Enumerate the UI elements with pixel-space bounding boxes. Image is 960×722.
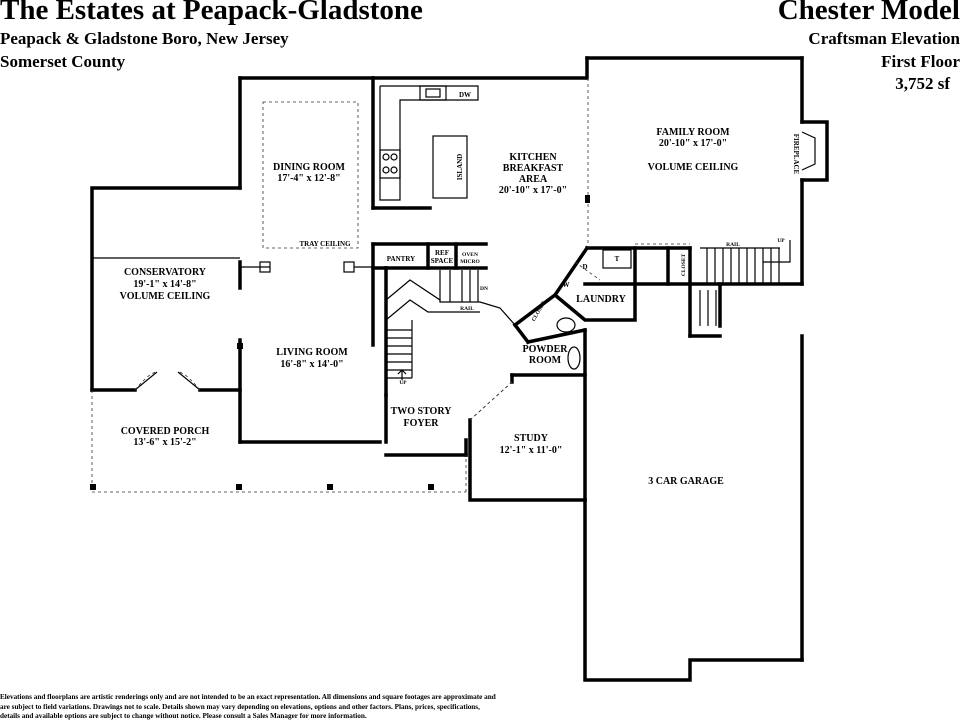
area-label: AREA xyxy=(519,174,548,185)
foyer-label-1: TWO STORY xyxy=(391,406,453,417)
exterior-walls xyxy=(90,56,804,682)
conservatory-label: CONSERVATORY xyxy=(124,267,207,278)
living-room-size: 16'-8" x 14'-0" xyxy=(280,359,343,370)
washer-label: W xyxy=(563,281,570,289)
model-title: Chester Model xyxy=(777,0,960,26)
rear-stairs-up-label: UP xyxy=(777,238,785,244)
stair-rail-label: RAIL xyxy=(460,306,474,312)
island-label: ISLAND xyxy=(456,154,464,180)
elevation-text: Craftsman Elevation xyxy=(808,29,960,48)
powder-label-2: ROOM xyxy=(529,355,562,366)
dining-room-size: 17'-4" x 12'-8" xyxy=(277,173,340,184)
floor-text: First Floor xyxy=(881,52,960,71)
study-size: 12'-1" x 11'-0" xyxy=(500,445,563,456)
dining-room-label: DINING ROOM xyxy=(273,162,346,173)
disclaimer-line: details and available options are subjec… xyxy=(0,712,367,720)
disclaimer-line: are subject to field variations. Drawing… xyxy=(0,702,480,711)
covered-porch-size: 13'-6" x 15'-2" xyxy=(133,437,196,448)
porch-outline xyxy=(90,78,690,493)
covered-porch-label: COVERED PORCH xyxy=(121,426,210,437)
stairs-down-label: DN xyxy=(480,286,488,292)
tray-ceiling-label: TRAY CEILING xyxy=(299,240,351,248)
garage-label: 3 CAR GARAGE xyxy=(648,476,724,487)
square-footage: 3,752 sf xyxy=(895,74,950,93)
dishwasher-label: DW xyxy=(459,91,471,99)
kitchen-label: KITCHEN xyxy=(509,152,557,163)
powder-label-1: POWDER xyxy=(523,344,569,355)
kitchen-fixtures xyxy=(379,85,590,203)
dryer-label: D xyxy=(582,263,587,271)
laundry-fixtures xyxy=(574,249,632,281)
main-staircase xyxy=(385,270,516,380)
pantry-label: PANTRY xyxy=(387,255,415,263)
study-label: STUDY xyxy=(514,433,549,444)
location-text: Peapack & Gladstone Boro, New Jersey xyxy=(0,29,289,48)
oven-label-2: MICRO xyxy=(460,259,480,265)
stairs-up-label: UP xyxy=(399,380,407,386)
ref-label-2: SPACE xyxy=(431,257,454,265)
fireplace-label: FIREPLACE xyxy=(792,134,800,175)
conservatory-size: 19'-1" x 14'-8" xyxy=(133,279,196,290)
closet-label-2: CLOSET xyxy=(681,254,687,277)
county-text: Somerset County xyxy=(0,52,126,71)
rear-staircase xyxy=(699,240,791,326)
oven-label-1: OVEN xyxy=(462,252,478,258)
room-labels: DINING ROOM 17'-4" x 12'-8" TRAY CEILING… xyxy=(120,91,800,487)
living-room-label: LIVING ROOM xyxy=(276,347,348,358)
family-ceiling-label: VOLUME CEILING xyxy=(648,162,739,173)
family-room-label: FAMILY ROOM xyxy=(656,127,730,138)
foyer-label-2: FOYER xyxy=(404,418,440,429)
tub-label: T xyxy=(615,255,620,263)
ref-label-1: REF xyxy=(435,249,449,257)
family-room-size: 20'-10" x 17'-0" xyxy=(659,138,727,149)
breakfast-label: BREAKFAST xyxy=(503,163,564,174)
laundry-label: LAUNDRY xyxy=(576,294,626,305)
community-title: The Estates at Peapack-Gladstone xyxy=(0,0,423,26)
disclaimer-line: Elevations and floorplans are artistic r… xyxy=(0,693,496,701)
powder-fixtures xyxy=(556,317,581,370)
conservatory-ceiling-label: VOLUME CEILING xyxy=(120,291,211,302)
rear-rail-label: RAIL xyxy=(726,242,740,248)
disclaimer: Elevations and floorplans are artistic r… xyxy=(0,693,600,722)
kitchen-size: 20'-10" x 17'-0" xyxy=(499,185,567,196)
fireplace xyxy=(800,120,829,182)
